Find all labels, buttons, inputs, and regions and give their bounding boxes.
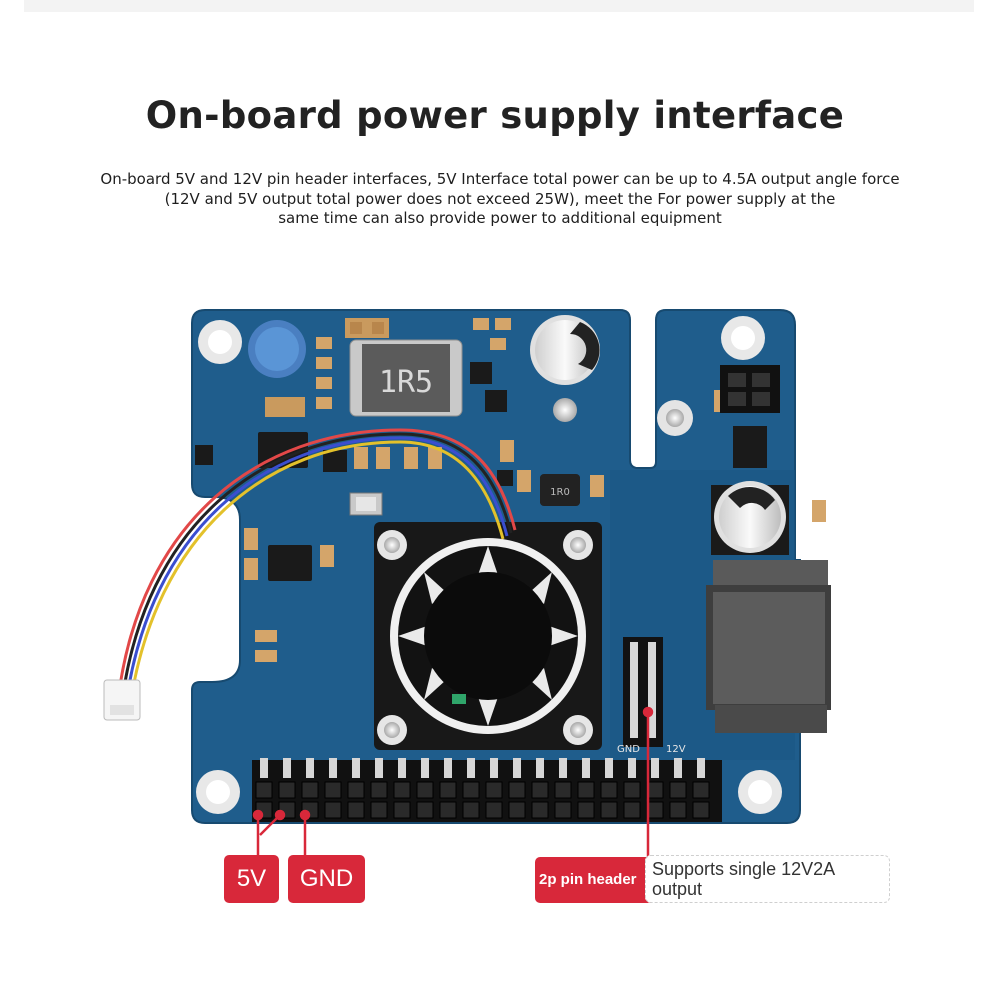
gpio-pin	[444, 758, 452, 778]
gpio-pin	[329, 758, 337, 778]
gpio-pin	[375, 758, 383, 778]
gpio-pin	[467, 758, 475, 778]
gpio-socket	[508, 781, 526, 799]
smd-inductor-marking: 1R0	[550, 487, 570, 498]
power-inductor: 1R5	[349, 339, 463, 417]
transformer	[706, 560, 831, 733]
gpio-socket	[692, 781, 710, 799]
inductor-marking: 1R5	[379, 365, 433, 400]
gpio-socket	[370, 801, 388, 819]
big-capacitor	[711, 481, 789, 555]
gpio-socket	[600, 801, 618, 819]
gpio-socket	[462, 801, 480, 819]
screw-small	[553, 398, 577, 422]
gpio-socket	[554, 801, 572, 819]
description-line-1: On-board 5V and 12V pin header interface…	[100, 170, 900, 188]
gpio-socket	[347, 801, 365, 819]
callout-lines	[252, 706, 654, 858]
gpio-pin	[283, 758, 291, 778]
smd-components	[244, 318, 826, 662]
gpio-socket	[508, 801, 526, 819]
page-title: On-board power supply interface	[145, 94, 845, 137]
description-line-2: (12V and 5V output total power does not …	[164, 189, 836, 208]
gpio-socket	[692, 801, 710, 819]
fan-wire	[116, 428, 517, 707]
gpio-socket	[577, 781, 595, 799]
gpio-socket	[370, 781, 388, 799]
gpio-socket	[554, 781, 572, 799]
description-line-3: same time can also provide power to addi…	[278, 209, 722, 227]
gpio-socket	[301, 781, 319, 799]
gpio-pin	[536, 758, 544, 778]
gnd-silkscreen: GND	[617, 744, 640, 755]
cooling-fan	[374, 522, 602, 750]
gpio-pin	[490, 758, 498, 778]
gpio-socket	[485, 781, 503, 799]
crystal	[349, 492, 383, 516]
gpio-socket	[600, 781, 618, 799]
gpio-pin	[628, 758, 636, 778]
gpio-socket	[324, 801, 342, 819]
gpio-socket	[462, 781, 480, 799]
gpio-socket	[646, 781, 664, 799]
callout-5v: 5V	[224, 855, 279, 903]
gpio-pin	[306, 758, 314, 778]
gpio-socket	[278, 781, 296, 799]
small-capacitor	[248, 320, 306, 378]
gpio-socket	[531, 801, 549, 819]
gpio-pin	[697, 758, 705, 778]
12v-silkscreen: 12V	[666, 744, 686, 755]
jumper-header	[720, 365, 780, 413]
gpio-socket	[485, 801, 503, 819]
gpio-pin	[398, 758, 406, 778]
smd-inductor: 1R0	[540, 474, 580, 506]
gpio-socket	[416, 781, 434, 799]
gpio-socket	[577, 801, 595, 819]
gpio-socket	[623, 801, 641, 819]
gpio-socket	[669, 781, 687, 799]
gpio-pin	[651, 758, 659, 778]
callout-supports-output: Supports single 12V2A output	[645, 855, 890, 903]
gpio-socket	[439, 801, 457, 819]
gpio-pin	[674, 758, 682, 778]
gpio-header	[252, 758, 722, 822]
gpio-pin	[421, 758, 429, 778]
gpio-socket	[324, 781, 342, 799]
gpio-pin	[559, 758, 567, 778]
callout-2p-pin-header: 2p pin header	[535, 857, 655, 903]
fan-connector	[103, 679, 141, 721]
gpio-pin	[582, 758, 590, 778]
gpio-socket	[439, 781, 457, 799]
gpio-pin	[605, 758, 613, 778]
gpio-socket	[393, 781, 411, 799]
gpio-socket	[531, 781, 549, 799]
gpio-socket	[623, 781, 641, 799]
gpio-pin	[352, 758, 360, 778]
gpio-socket	[646, 801, 664, 819]
gpio-pin	[260, 758, 268, 778]
two-pin-header: GND 12V	[617, 637, 686, 755]
fan-screws	[377, 530, 593, 745]
mounting-holes	[196, 316, 782, 814]
gpio-socket	[669, 801, 687, 819]
gpio-socket	[347, 781, 365, 799]
top-band	[24, 0, 974, 12]
callout-gnd: GND	[288, 855, 365, 903]
gpio-socket	[416, 801, 434, 819]
gpio-socket	[393, 801, 411, 819]
description: On-board 5V and 12V pin header interface…	[40, 170, 960, 229]
gpio-socket	[255, 781, 273, 799]
gpio-pin	[513, 758, 521, 778]
mid-capacitor	[530, 315, 600, 385]
